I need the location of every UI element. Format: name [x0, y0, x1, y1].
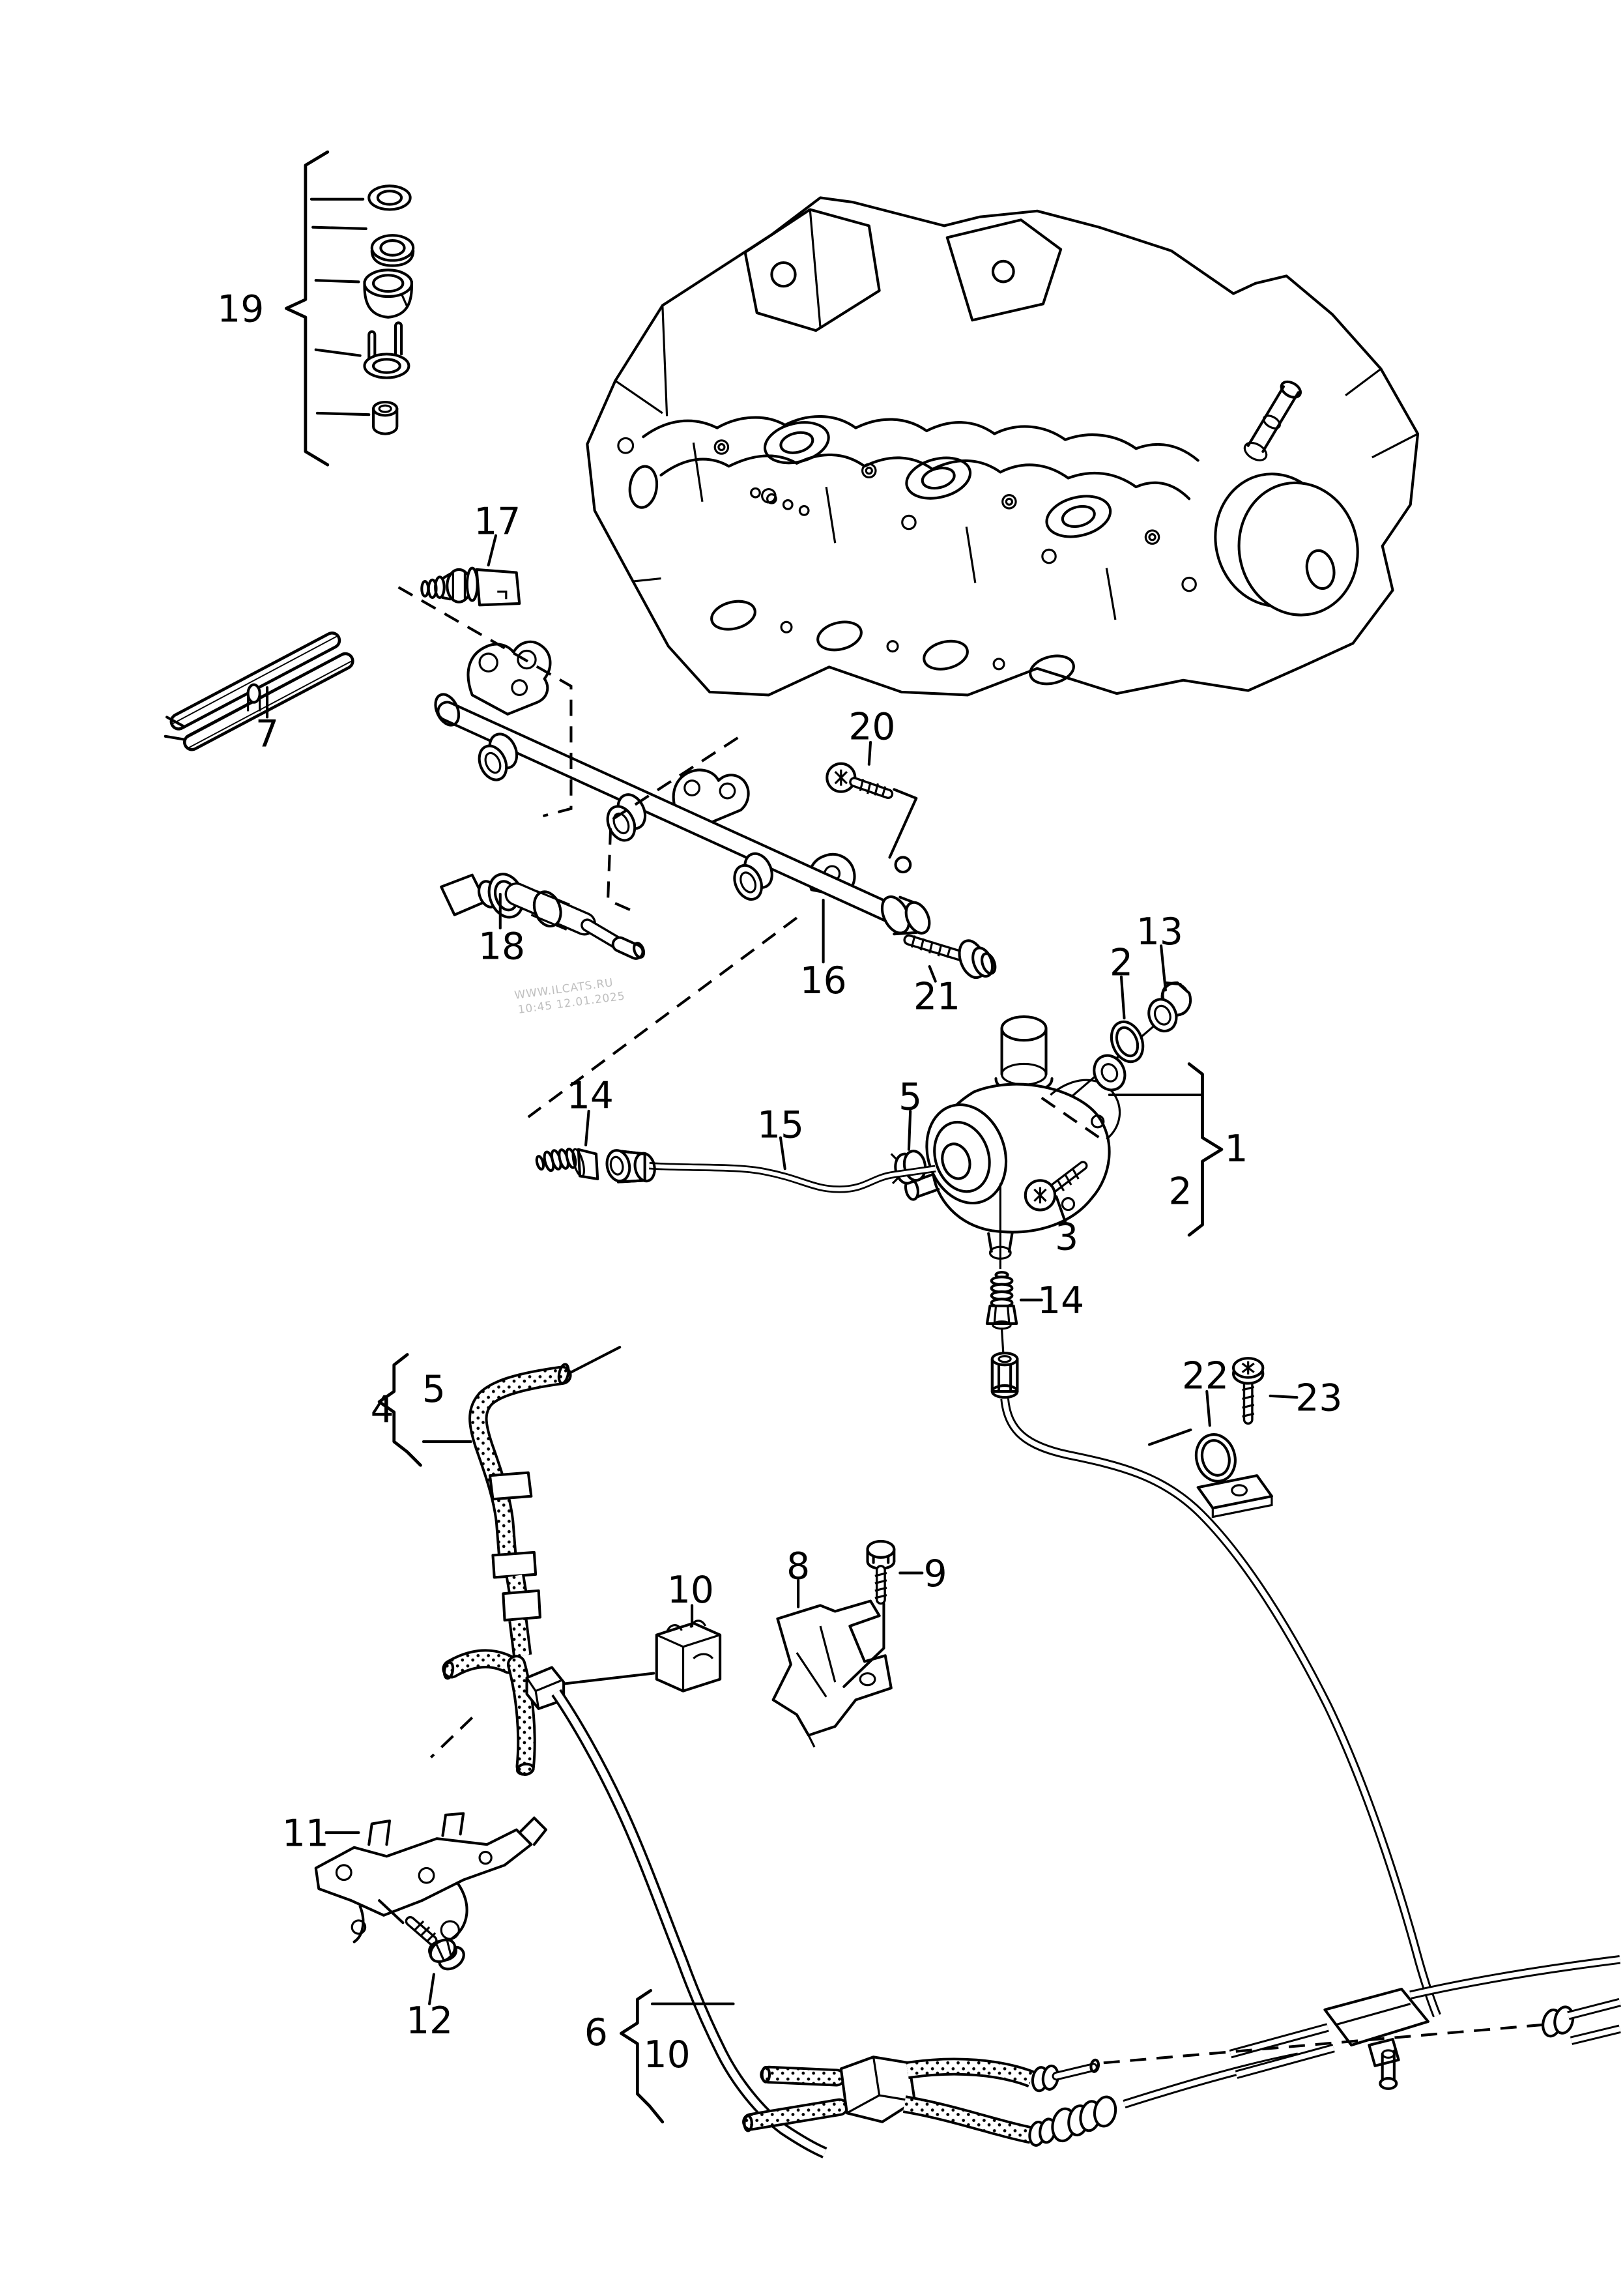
sensor-17	[420, 566, 521, 607]
fuel-line-connectors	[742, 1955, 1621, 2147]
callout-seal-lower: 2	[1169, 1170, 1192, 1213]
fuel-line-assembly-6	[442, 1619, 827, 2158]
injector-18	[440, 873, 646, 960]
pump-outlet-line	[1000, 1398, 1441, 2018]
callout-bolt-9: 9	[924, 1552, 947, 1595]
callout-pump-assembly: 1	[1225, 1127, 1248, 1170]
union-nut-15	[605, 1149, 656, 1184]
callout-fuel-line-assembly-6: 6	[584, 2011, 608, 2054]
washer	[367, 184, 412, 211]
callout-clamp-5-pump: 5	[898, 1076, 922, 1119]
callout-hose-assembly-4: 4	[371, 1389, 394, 1432]
callout-clamp-5-hose: 5	[422, 1368, 446, 1411]
callout-seal-kit: 19	[217, 288, 264, 331]
callout-bolt-21: 21	[913, 976, 960, 1019]
seal-ring	[370, 234, 415, 267]
pipe-15-group	[535, 1148, 936, 1193]
brace-1	[1187, 1062, 1224, 1237]
brace-19	[285, 150, 330, 467]
clip-10	[655, 1620, 722, 1693]
callout-union-14-pump: 14	[1037, 1279, 1084, 1322]
callout-clip-10-lower: 10	[644, 2033, 691, 2076]
bushing-small	[372, 400, 399, 435]
bracket-11	[314, 1812, 547, 1943]
spring-clip	[363, 321, 410, 379]
bolt-12	[405, 1915, 465, 1971]
bolt-9	[866, 1539, 896, 1605]
callout-screw-23: 23	[1295, 1377, 1342, 1420]
callout-union-14-rail: 14	[567, 1074, 614, 1117]
bolt-21	[903, 934, 997, 980]
leader-lines	[265, 534, 1299, 2005]
screw-3	[1024, 1161, 1088, 1212]
vacuum-pump	[1214, 380, 1359, 617]
union-14-rail	[535, 1148, 599, 1181]
screw-23	[1232, 1357, 1265, 1425]
callout-bushing: 13	[1136, 910, 1183, 953]
callout-screw-20: 20	[848, 705, 895, 748]
watermark: WWW.ILCATS.RU 10:45 12.01.2025	[513, 976, 625, 1017]
o-ring-2	[1110, 1020, 1145, 1064]
brace-4	[377, 1353, 422, 1467]
assembly-dashed-lines	[397, 586, 1547, 2065]
callout-bracket-11: 11	[282, 1812, 329, 1855]
fuel-rail-16	[434, 640, 931, 936]
callout-seal-upper: 2	[1110, 942, 1133, 985]
seal-kit-19	[285, 150, 415, 467]
callout-pipe-15: 15	[757, 1104, 804, 1147]
brace-6	[620, 1988, 665, 2124]
union-14-pump	[985, 1183, 1019, 1399]
callout-screw-3: 3	[1055, 1216, 1078, 1259]
bracket-8	[771, 1599, 893, 1748]
support-ring	[363, 269, 413, 319]
callout-sensor: 17	[474, 501, 521, 544]
hose-assembly-4	[377, 1353, 572, 1622]
cable-guide-7	[164, 632, 354, 751]
callout-clamp-22: 22	[1182, 1355, 1229, 1398]
bushing-13	[1147, 981, 1192, 1033]
callout-clip-10-upper: 10	[667, 1569, 714, 1612]
callout-fuel-rail: 16	[800, 959, 847, 1002]
cylinder-head	[586, 196, 1420, 697]
callout-bolt-12: 12	[406, 1999, 453, 2042]
callout-injector: 18	[478, 925, 525, 968]
high-pressure-pump-1	[890, 981, 1224, 1399]
callout-bracket-8: 8	[786, 1545, 810, 1588]
callout-cable-guide: 7	[255, 713, 279, 756]
clamp-22	[1194, 1433, 1273, 1519]
screw-20	[826, 762, 894, 800]
